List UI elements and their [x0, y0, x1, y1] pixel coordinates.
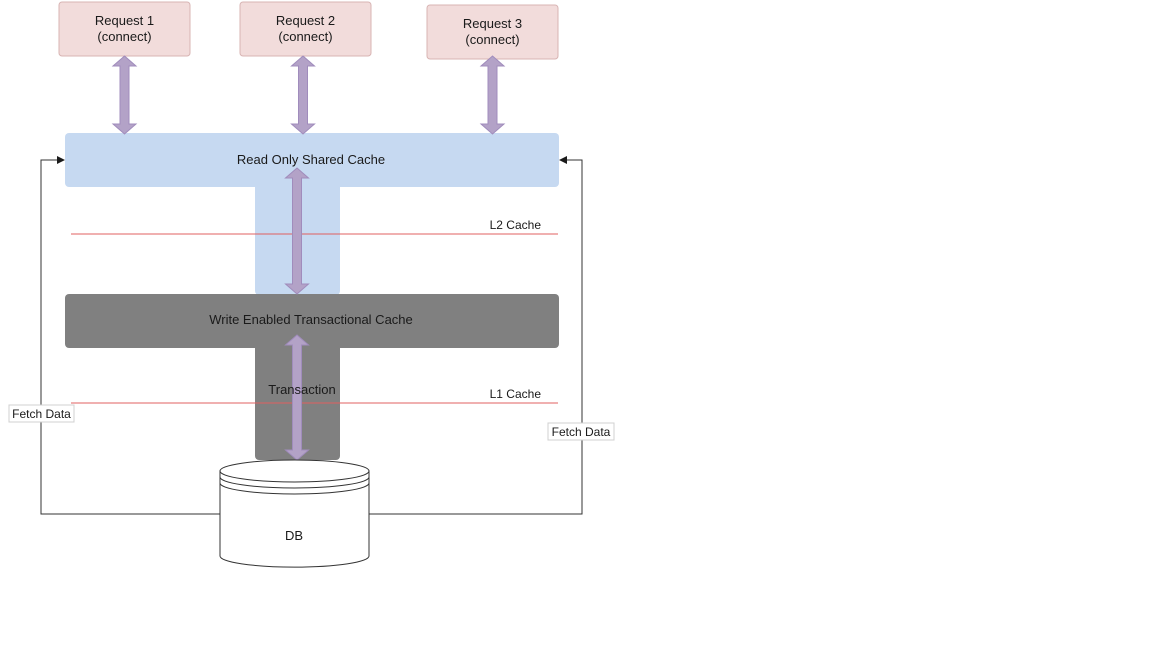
request-1-title: Request 1	[95, 13, 154, 28]
request-3-subtitle: (connect)	[465, 32, 519, 47]
request-box-1: Request 1 (connect)	[58, 1, 191, 57]
database-label: DB	[285, 528, 303, 543]
fetch-connector-left	[40, 156, 221, 515]
fetch-data-label-left: Fetch Data	[8, 404, 75, 423]
double-arrow-request-2	[290, 55, 316, 135]
double-arrow-shared-to-transactional	[284, 167, 310, 295]
transaction-label: Transaction	[268, 382, 335, 397]
l1-cache-label: L1 Cache	[490, 387, 542, 401]
l2-cache-label: L2 Cache	[490, 218, 542, 232]
transactional-cache-label: Write Enabled Transactional Cache	[209, 312, 413, 327]
double-arrow-request-1	[111, 55, 138, 135]
fetch-data-left-text: Fetch Data	[12, 407, 71, 421]
shared-cache-block: Read Only Shared Cache	[65, 133, 559, 295]
request-box-3: Request 3 (connect)	[426, 4, 559, 60]
transactional-cache-block: Write Enabled Transactional Cache	[65, 294, 559, 460]
database-cylinder: DB	[219, 459, 370, 568]
shared-cache-label: Read Only Shared Cache	[237, 152, 385, 167]
fetch-data-right-text: Fetch Data	[552, 425, 611, 439]
request-3-title: Request 3	[463, 16, 522, 31]
double-arrow-request-3	[479, 55, 506, 135]
request-2-subtitle: (connect)	[278, 29, 332, 44]
fetch-connector-right	[369, 156, 583, 515]
request-2-title: Request 2	[276, 13, 335, 28]
request-1-subtitle: (connect)	[97, 29, 151, 44]
request-box-2: Request 2 (connect)	[239, 1, 372, 57]
fetch-data-label-right: Fetch Data	[547, 422, 615, 441]
